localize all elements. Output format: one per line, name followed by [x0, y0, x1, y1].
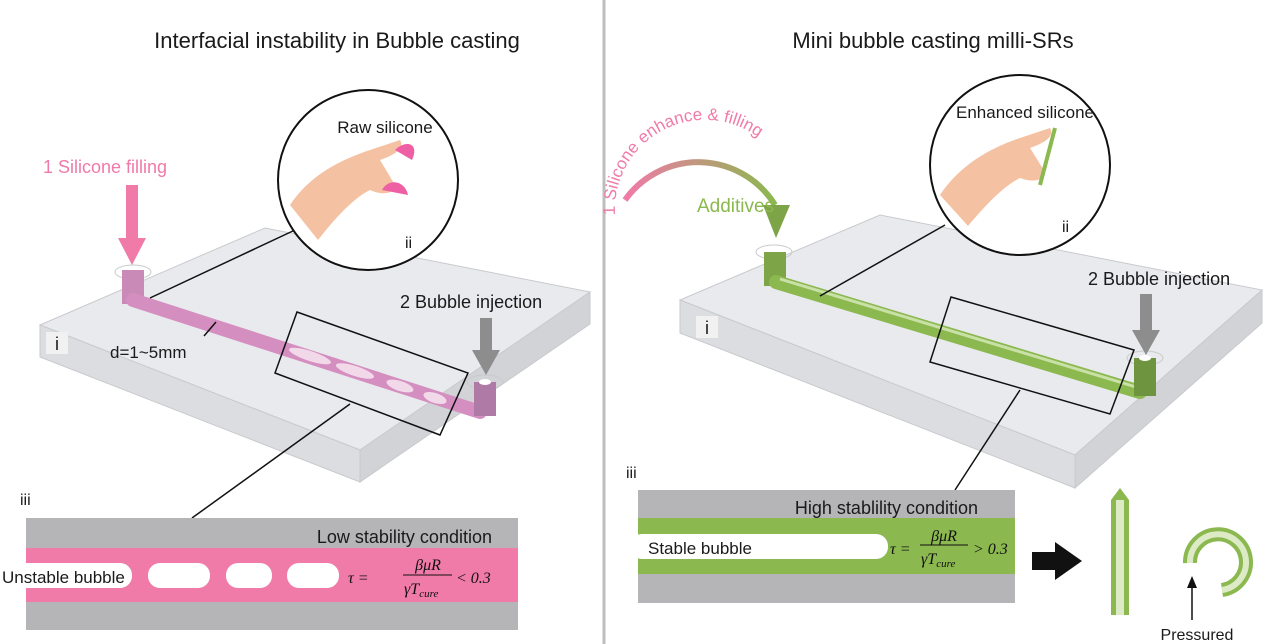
enhance-arc-arrow	[622, 159, 778, 207]
right-step2-label: 2 Bubble injection	[1088, 269, 1230, 289]
right-bubble-injection-arrow	[1132, 294, 1160, 355]
left-label-i: i	[55, 334, 59, 354]
right-formula: τ = βμR γTcure > 0.3	[890, 528, 1008, 570]
stable-bubble-crosssection: High stablility condition Stable bubble …	[630, 490, 1015, 603]
straight-actuator	[1111, 488, 1129, 615]
enhanced-silicone-label: Enhanced silicone	[956, 103, 1094, 122]
left-formula: τ = βμR γTcure < 0.3	[348, 557, 491, 600]
diameter-label: d=1~5mm	[110, 343, 187, 362]
right-label-iii: iii	[626, 465, 637, 482]
left-panel: Interfacial instability in Bubble castin…	[0, 28, 592, 630]
left-zoom-box	[274, 311, 470, 436]
svg-text:γTcure: γTcure	[921, 551, 955, 570]
result-arrow	[1032, 542, 1082, 580]
diameter-arrow	[203, 321, 217, 337]
left-title: Interfacial instability in Bubble castin…	[154, 28, 520, 53]
right-zoom-box	[929, 296, 1135, 415]
svg-text:γTcure: γTcure	[404, 581, 438, 600]
pressured-label: Pressured	[1161, 627, 1234, 644]
svg-text:βμR: βμR	[930, 528, 957, 545]
left-label-ii: ii	[405, 235, 412, 252]
right-panel: Mini bubble casting milli-SRs 1 Silicone…	[600, 28, 1264, 644]
raw-silicone-inset: Raw silicone ii	[277, 89, 459, 271]
right-title: Mini bubble casting milli-SRs	[792, 28, 1073, 53]
low-stability-label: Low stability condition	[317, 527, 492, 547]
additives-label: Additives	[697, 196, 774, 217]
right-label-ii: ii	[1062, 219, 1069, 236]
stable-bubble-label: Stable bubble	[648, 539, 752, 558]
unstable-bubble-crosssection: Low stability condition Unstable bubble …	[0, 518, 518, 630]
svg-text:τ =: τ =	[348, 570, 369, 587]
left-channel	[122, 270, 496, 419]
right-channel	[764, 252, 1156, 399]
enhanced-silicone-inset: Enhanced silicone ii	[929, 74, 1111, 256]
bubble-injection-arrow	[472, 318, 500, 375]
left-step1-label: 1 Silicone filling	[43, 157, 167, 177]
svg-text:> 0.3: > 0.3	[973, 541, 1008, 558]
svg-text:τ =: τ =	[890, 541, 911, 558]
svg-text:< 0.3: < 0.3	[456, 570, 491, 587]
unstable-bubble-label: Unstable bubble	[2, 568, 125, 587]
left-label-iii: iii	[20, 492, 31, 509]
bent-actuator	[1182, 527, 1253, 597]
svg-text:βμR: βμR	[414, 557, 441, 574]
raw-silicone-label: Raw silicone	[337, 118, 432, 137]
left-step2-label: 2 Bubble injection	[400, 292, 542, 312]
right-label-i: i	[705, 318, 709, 338]
high-stability-label: High stablility condition	[795, 498, 978, 518]
silicone-fill-arrow	[118, 185, 146, 265]
